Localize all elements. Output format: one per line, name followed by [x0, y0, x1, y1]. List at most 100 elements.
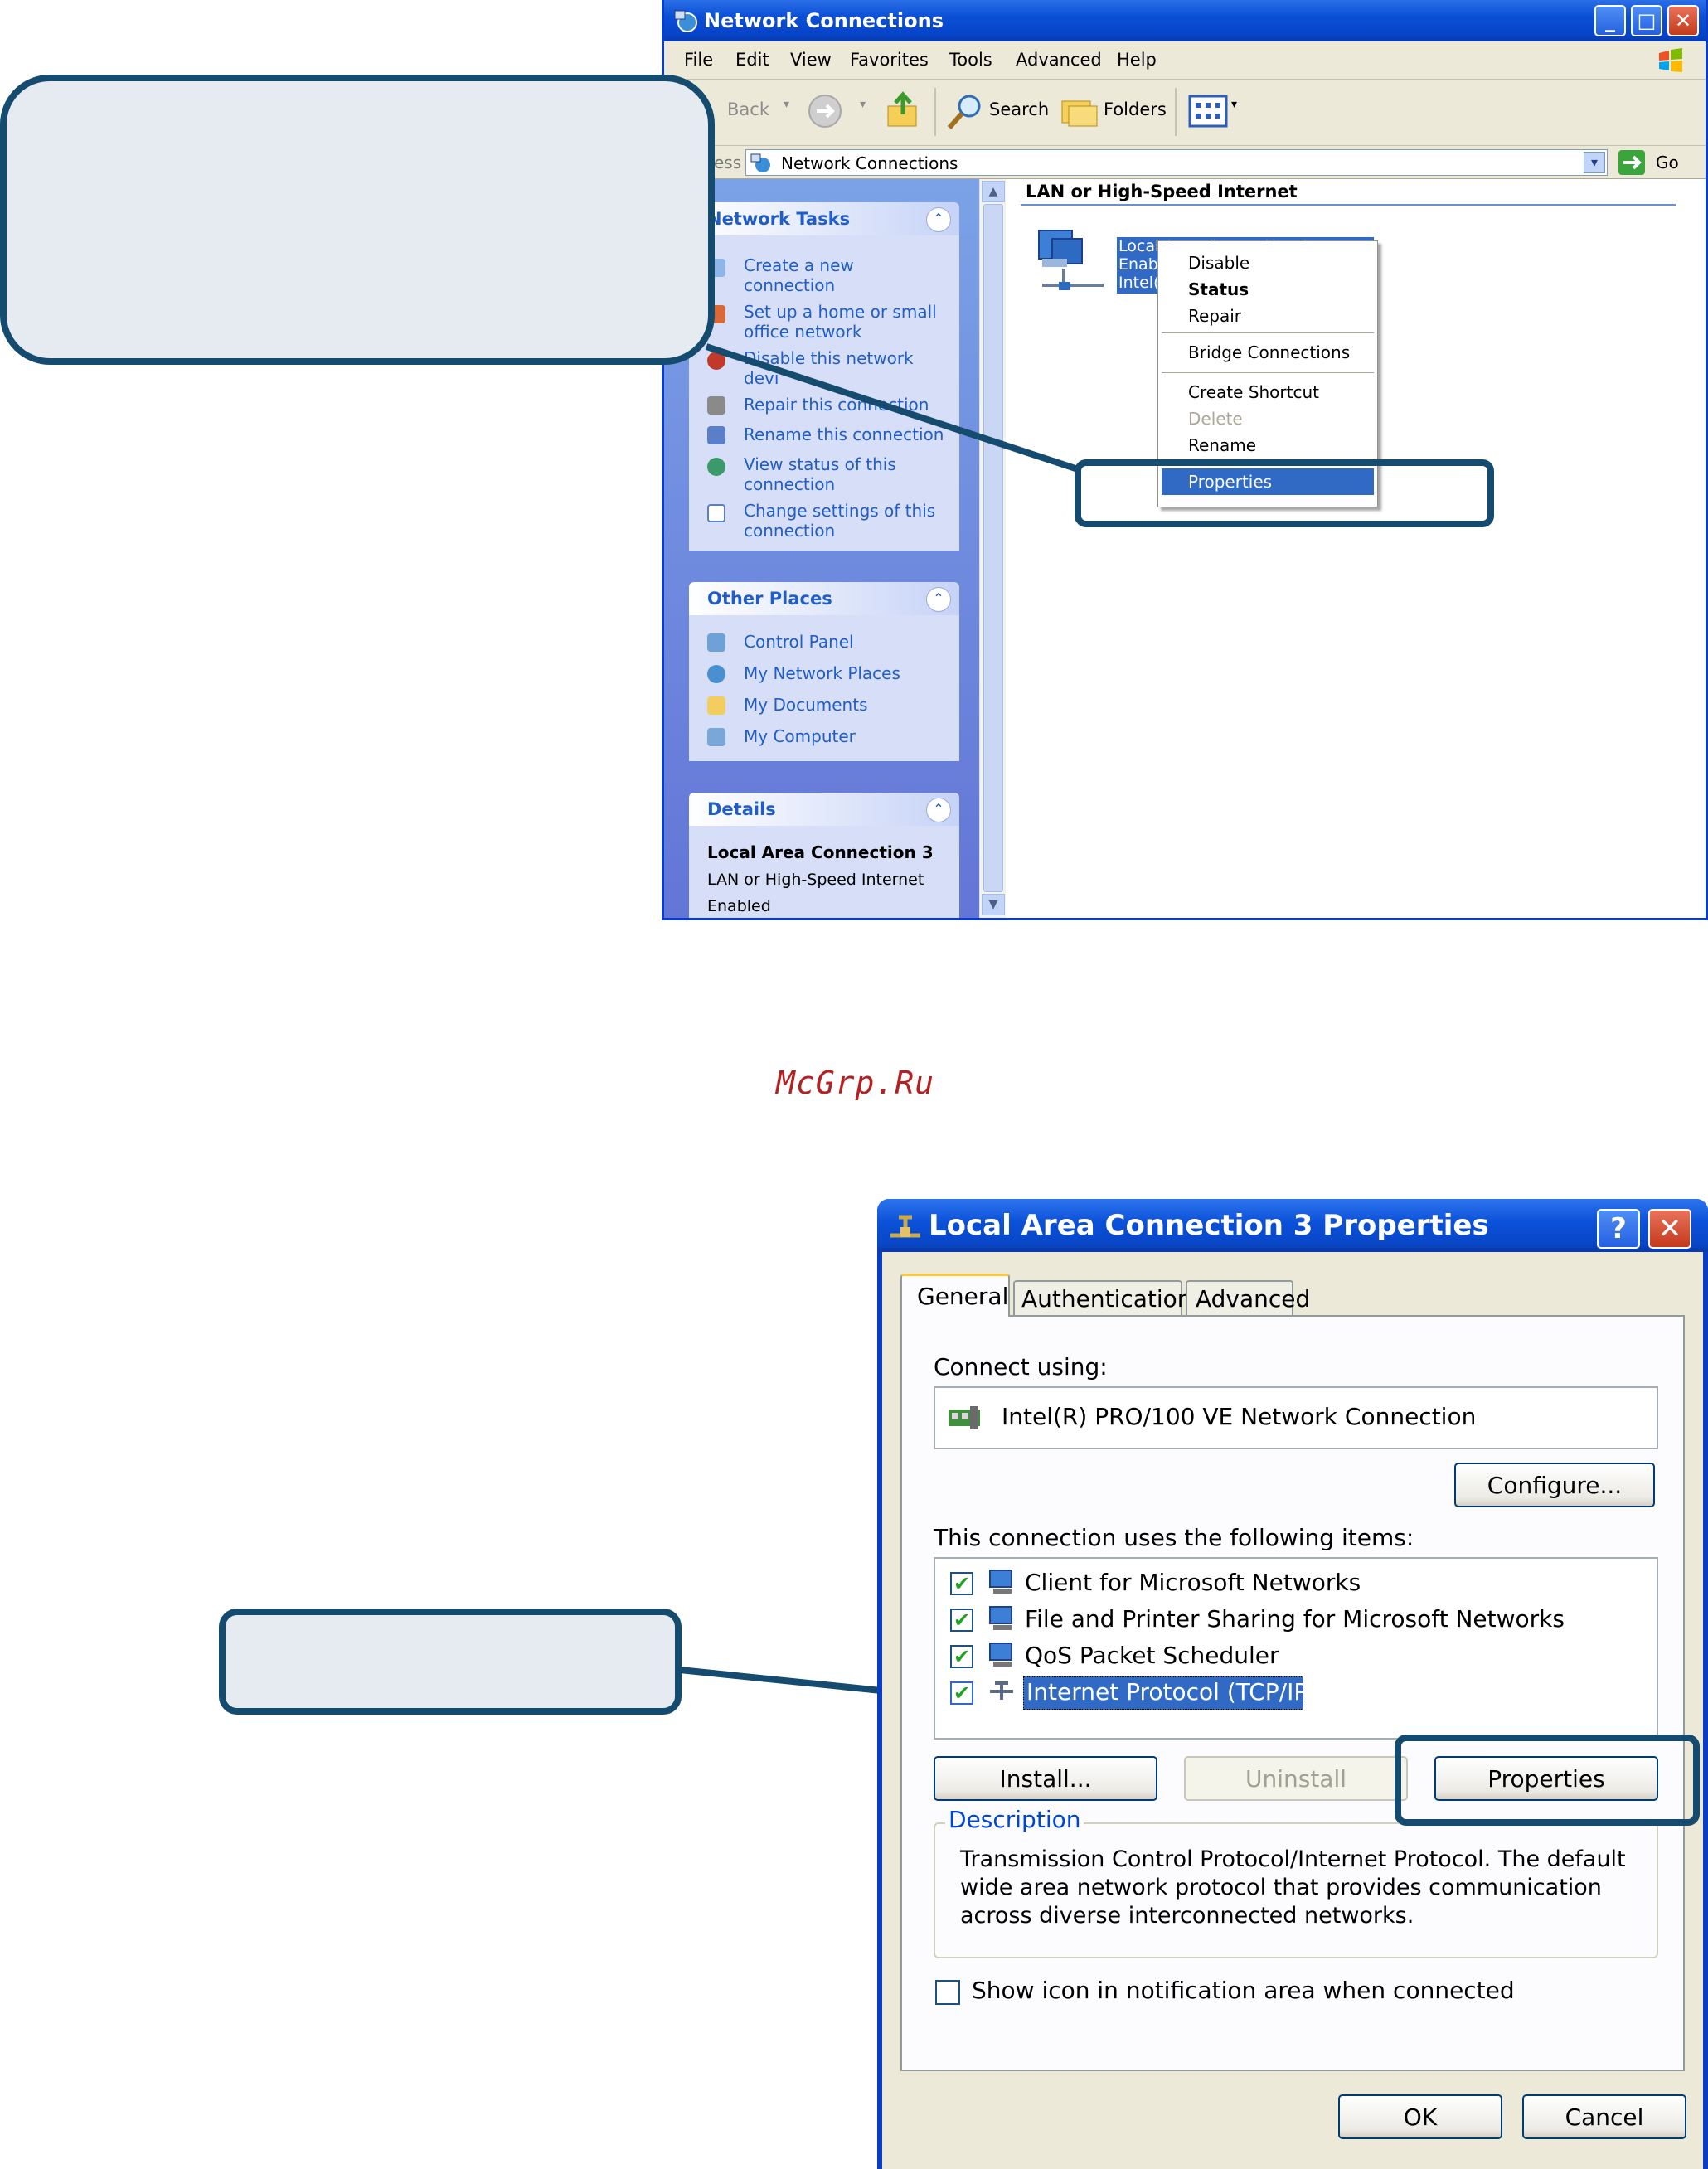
- scrollbar-thumb[interactable]: [983, 204, 1003, 892]
- collapse-chevron-icon[interactable]: ⌃: [926, 207, 951, 232]
- minimize-button[interactable]: _: [1594, 5, 1626, 36]
- scroll-up-icon[interactable]: ▲: [982, 181, 1005, 202]
- list-item-selected[interactable]: ✔ Internet Protocol (TCP/IP): [945, 1676, 1658, 1710]
- menu-separator: [1162, 332, 1374, 333]
- adapter-field: Intel(R) PRO/100 VE Network Connection: [934, 1386, 1658, 1449]
- go-button[interactable]: Go: [1656, 153, 1679, 172]
- uninstall-button[interactable]: Uninstall: [1184, 1756, 1408, 1801]
- search-icon[interactable]: [944, 91, 986, 133]
- menu-item-repair[interactable]: Repair: [1188, 306, 1242, 326]
- menu-advanced[interactable]: Advanced: [1016, 50, 1102, 70]
- ok-button[interactable]: OK: [1338, 2094, 1502, 2139]
- item-label: Client for Microsoft Networks: [1025, 1569, 1361, 1596]
- adapter-name: Intel(R) PRO/100 VE Network Connection: [1002, 1403, 1477, 1430]
- menu-item-rename[interactable]: Rename: [1188, 435, 1257, 455]
- menu-item-create-shortcut[interactable]: Create Shortcut: [1188, 382, 1319, 402]
- menu-help[interactable]: Help: [1117, 50, 1157, 70]
- menu-favorites[interactable]: Favorites: [850, 50, 929, 70]
- menu-file[interactable]: File: [684, 50, 714, 70]
- menu-tools[interactable]: Tools: [949, 50, 992, 70]
- menu-separator: [1162, 372, 1374, 373]
- details-connection-type: LAN or High-Speed Internet: [707, 871, 924, 889]
- properties-button[interactable]: Properties: [1434, 1756, 1658, 1801]
- list-item[interactable]: ✔ Client for Microsoft Networks: [945, 1567, 1658, 1600]
- network-connections-icon: [750, 153, 772, 174]
- dialog-close-button[interactable]: ✕: [1648, 1209, 1691, 1249]
- up-folder-icon[interactable]: [885, 90, 921, 129]
- item-checkbox[interactable]: ✔: [950, 1609, 973, 1632]
- title-bar[interactable]: Network Connections _ □ ✕: [664, 0, 1706, 41]
- menu-item-properties[interactable]: Properties: [1162, 468, 1374, 495]
- address-bar: ess Network Connections ▾ Go: [664, 146, 1706, 179]
- install-button[interactable]: Install...: [934, 1756, 1157, 1801]
- item-label: Internet Protocol (TCP/IP): [1026, 1678, 1317, 1706]
- settings-checklist-icon: [707, 504, 725, 522]
- callout-box: [0, 75, 715, 365]
- collapse-chevron-icon[interactable]: ⌃: [926, 798, 951, 822]
- configure-button[interactable]: Configure...: [1454, 1463, 1655, 1507]
- item-checkbox[interactable]: ✔: [950, 1572, 973, 1595]
- qos-scheduler-icon: [989, 1643, 1012, 1667]
- task-pane-scrollbar[interactable]: ▲ ▼: [979, 179, 1006, 918]
- maximize-button[interactable]: □: [1631, 5, 1662, 36]
- other-places-header[interactable]: Other Places ⌃: [689, 582, 959, 615]
- properties-menu-highlight: [1075, 459, 1494, 527]
- other-places-panel: Other Places ⌃ Control Panel My Network …: [689, 582, 959, 761]
- place-link-text: My Computer: [744, 726, 856, 746]
- address-dropdown-icon[interactable]: ▾: [1584, 152, 1605, 173]
- components-list[interactable]: ✔ Client for Microsoft Networks ✔ File a…: [934, 1557, 1658, 1740]
- menu-item-status[interactable]: Status: [1188, 279, 1249, 299]
- back-button[interactable]: Back: [727, 99, 769, 119]
- collapse-chevron-icon[interactable]: ⌃: [926, 587, 951, 612]
- forward-dropdown-icon[interactable]: ▾: [860, 98, 866, 111]
- item-checkbox[interactable]: ✔: [950, 1645, 973, 1668]
- tab-authentication[interactable]: Authentication: [1013, 1280, 1192, 1317]
- menu-bar: File Edit View Favorites Tools Advanced …: [664, 41, 1706, 80]
- go-arrow-icon[interactable]: [1618, 149, 1646, 176]
- scroll-down-icon[interactable]: ▼: [982, 894, 1005, 915]
- search-button[interactable]: Search: [989, 99, 1050, 119]
- show-icon-option[interactable]: Show icon in notification area when conn…: [935, 1977, 1657, 2010]
- task-link-text: connection: [744, 474, 836, 494]
- properties-dialog: Local Area Connection 3 Properties ? ✕ G…: [877, 1199, 1708, 2169]
- lan-connection-icon[interactable]: [1031, 222, 1114, 297]
- properties-button-highlight: [1395, 1735, 1700, 1826]
- menu-item-bridge-connections[interactable]: Bridge Connections: [1188, 342, 1351, 362]
- item-label: QoS Packet Scheduler: [1025, 1642, 1279, 1669]
- task-link-text: Create a new: [744, 255, 854, 275]
- dialog-title-bar[interactable]: Local Area Connection 3 Properties ? ✕: [877, 1199, 1708, 1252]
- place-link-text: My Network Places: [744, 663, 900, 683]
- details-header[interactable]: Details ⌃: [689, 793, 959, 826]
- toolbar: Back ▾ ▾ Search Folders ▾: [664, 80, 1706, 146]
- menu-view[interactable]: View: [790, 50, 832, 70]
- list-item[interactable]: ✔ QoS Packet Scheduler: [945, 1640, 1658, 1673]
- connection-status-text: Enabl: [1118, 255, 1163, 274]
- details-connection-status: Enabled: [707, 897, 771, 915]
- group-heading: LAN or High-Speed Internet: [1026, 182, 1298, 201]
- close-button[interactable]: ✕: [1667, 5, 1699, 36]
- address-value: Network Connections: [781, 153, 958, 173]
- tab-general[interactable]: General: [900, 1274, 1010, 1317]
- window-title: Network Connections: [704, 9, 944, 32]
- views-dropdown-icon[interactable]: ▾: [1231, 98, 1238, 111]
- forward-arrow-icon[interactable]: [807, 93, 843, 129]
- show-icon-checkbox[interactable]: [935, 1980, 960, 2005]
- other-places-title: Other Places: [707, 589, 832, 609]
- help-button[interactable]: ?: [1597, 1209, 1640, 1249]
- menu-edit[interactable]: Edit: [735, 50, 769, 70]
- views-icon[interactable]: [1188, 95, 1228, 128]
- items-label: This connection uses the following items…: [934, 1524, 1414, 1551]
- cancel-button[interactable]: Cancel: [1522, 2094, 1686, 2139]
- network-tasks-header[interactable]: Network Tasks ⌃: [689, 202, 959, 235]
- address-input[interactable]: Network Connections ▾: [745, 149, 1608, 176]
- folders-icon[interactable]: [1060, 93, 1099, 128]
- back-dropdown-icon[interactable]: ▾: [784, 98, 790, 111]
- tab-label: Advanced: [1196, 1285, 1311, 1313]
- item-checkbox[interactable]: ✔: [950, 1681, 973, 1705]
- folders-button[interactable]: Folders: [1104, 99, 1167, 119]
- tab-advanced[interactable]: Advanced: [1186, 1280, 1310, 1317]
- list-item[interactable]: ✔ File and Printer Sharing for Microsoft…: [945, 1604, 1658, 1637]
- menu-item-disable[interactable]: Disable: [1188, 253, 1250, 273]
- network-adapter-icon: [949, 1406, 980, 1429]
